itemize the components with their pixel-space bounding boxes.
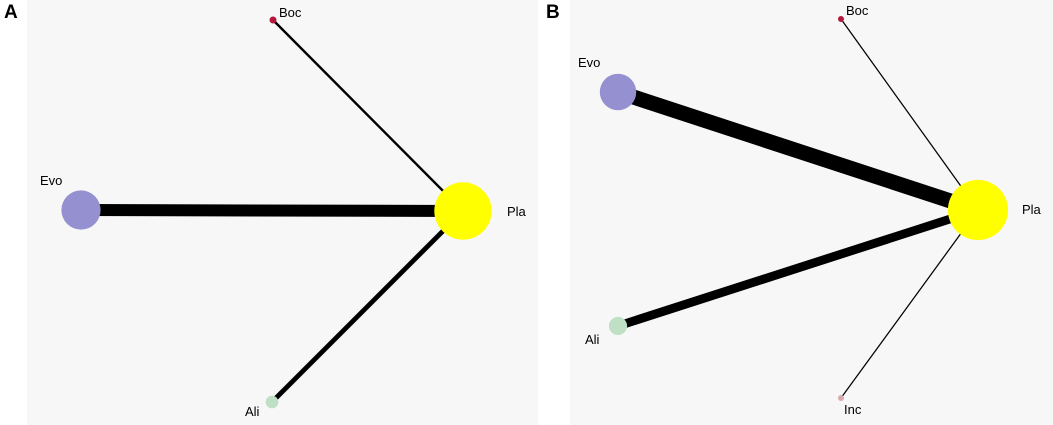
node-evo [599, 73, 637, 111]
node-label-boc: Boc [846, 3, 869, 18]
node-inc [838, 395, 844, 401]
panel-b-letter: B [546, 2, 560, 23]
node-boc [838, 16, 844, 22]
node-label-evo: Evo [40, 173, 62, 188]
edge-evo-pla [615, 84, 981, 218]
edge-boc-pla [840, 18, 979, 211]
node-pla [947, 179, 1009, 241]
node-evo [61, 190, 101, 230]
node-label-ali: Ali [585, 332, 600, 347]
node-label-pla: Pla [507, 204, 527, 219]
node-boc [269, 16, 277, 24]
node-label-inc: Inc [844, 402, 862, 417]
node-ali [608, 316, 628, 336]
edge-evo-pla [80, 204, 464, 217]
node-label-pla: Pla [1022, 202, 1042, 217]
panel-a-letter: A [4, 2, 18, 23]
node-pla [434, 182, 492, 240]
edge-ali-pla [270, 209, 465, 404]
node-label-ali: Ali [245, 404, 260, 419]
node-ali [265, 395, 279, 409]
edge-ali-pla [616, 205, 980, 331]
edge-inc-pla [840, 209, 979, 399]
edge-boc-pla [272, 19, 464, 212]
node-label-evo: Evo [578, 55, 600, 70]
node-label-boc: Boc [279, 5, 302, 20]
